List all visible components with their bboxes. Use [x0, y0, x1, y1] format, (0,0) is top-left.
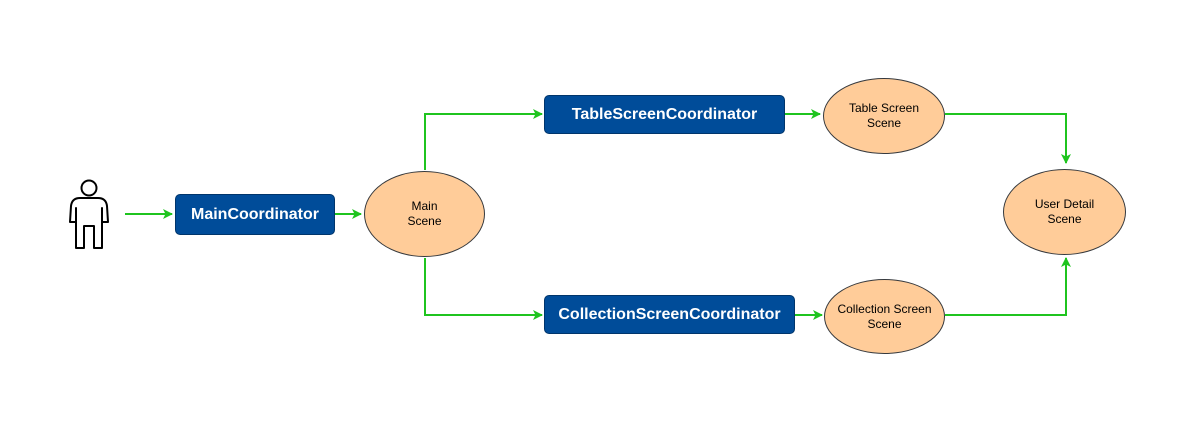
table-coordinator-node[interactable]: TableScreenCoordinator [544, 95, 785, 134]
arrow-table-scene-to-user-detail [945, 113, 1071, 164]
collection-scene-label: Collection Screen Scene [837, 301, 932, 331]
collection-coordinator-label: CollectionScreenCoordinator [558, 305, 781, 323]
user-detail-scene-node[interactable]: User Detail Scene [1003, 169, 1126, 255]
main-coordinator-label: MainCoordinator [191, 205, 319, 223]
table-scene-label: Table Screen Scene [848, 101, 920, 130]
main-scene-label: Main Scene [407, 199, 442, 228]
arrow-main-scene-to-table-coordinator [424, 109, 543, 170]
collection-coordinator-node[interactable]: CollectionScreenCoordinator [544, 295, 795, 334]
table-scene-node[interactable]: Table Screen Scene [823, 78, 945, 154]
main-coordinator-node[interactable]: MainCoordinator [175, 194, 335, 235]
main-scene-node[interactable]: Main Scene [364, 171, 485, 257]
arrow-collection-scene-to-user-detail [945, 257, 1071, 316]
user-actor-icon [69, 179, 109, 249]
user-detail-scene-label: User Detail Scene [1034, 197, 1095, 226]
collection-scene-node[interactable]: Collection Screen Scene [824, 279, 945, 354]
arrow-main-scene-to-collection-coordinator [424, 258, 543, 320]
table-coordinator-label: TableScreenCoordinator [571, 105, 758, 123]
